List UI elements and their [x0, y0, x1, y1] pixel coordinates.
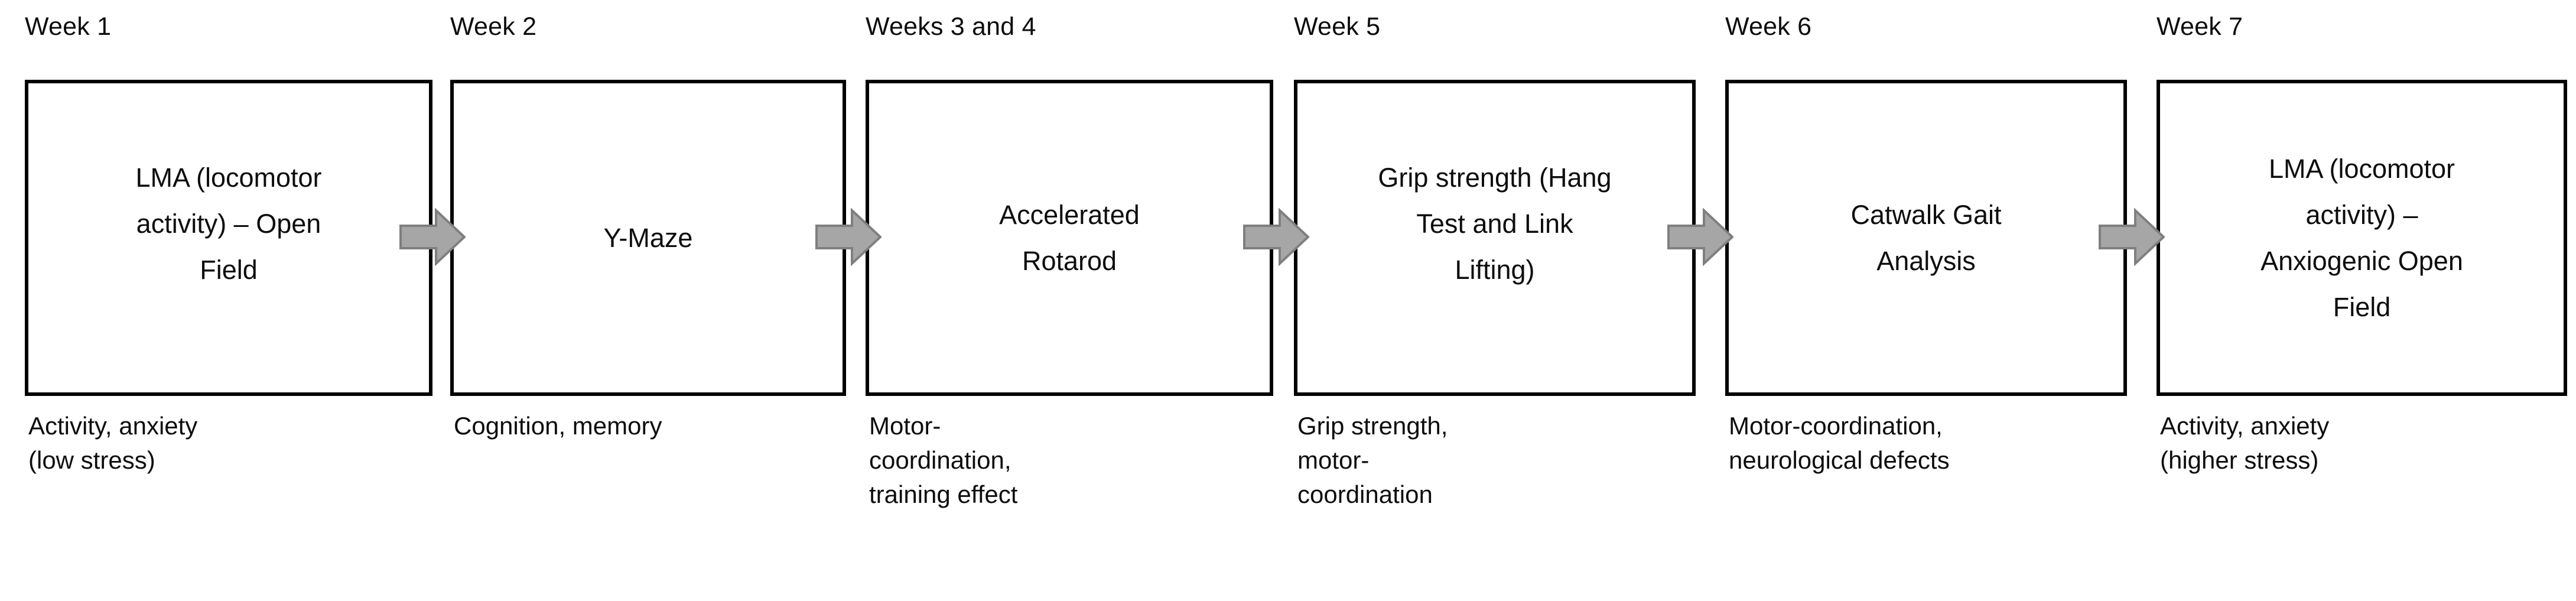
test-box-4-line-3: Lifting)	[1455, 254, 1535, 285]
caption-5: Motor-coordination, neurological defects	[1729, 409, 1950, 477]
test-box-3[interactable]: Accelerated Rotarod	[866, 80, 1273, 396]
right-arrow-icon	[399, 208, 466, 266]
test-box-1-line-3: Field	[200, 254, 258, 285]
test-box-6-text: LMA (locomotor activity) – Anxiogenic Op…	[2160, 146, 2564, 330]
test-box-6-line-4: Field	[2333, 291, 2391, 322]
stage-week-6: Week 6 Catwalk Gait Analysis Motor-coord…	[1725, 0, 2127, 601]
caption-4-line-2: motor-	[1297, 446, 1370, 474]
test-box-4-line-2: Test and Link	[1416, 208, 1573, 239]
test-box-3-text: Accelerated Rotarod	[869, 192, 1270, 284]
week-label-6: Week 7	[2157, 12, 2243, 41]
caption-3: Motor- coordination, training effect	[869, 409, 1017, 512]
test-box-2-line-1: Y-Maze	[603, 222, 693, 253]
week-label-4: Week 5	[1294, 12, 1381, 41]
week-label-2: Week 2	[450, 12, 537, 41]
test-box-6[interactable]: LMA (locomotor activity) – Anxiogenic Op…	[2157, 80, 2567, 396]
test-box-5[interactable]: Catwalk Gait Analysis	[1725, 80, 2127, 396]
caption-4: Grip strength, motor- coordination	[1297, 409, 1448, 512]
caption-1-line-2: (low stress)	[28, 446, 155, 474]
test-box-3-line-1: Accelerated	[999, 199, 1140, 230]
test-box-5-line-1: Catwalk Gait	[1850, 199, 2002, 230]
test-box-1-line-1: LMA (locomotor	[135, 162, 322, 193]
test-box-2[interactable]: Y-Maze	[450, 80, 846, 396]
caption-6-line-1: Activity, anxiety	[2160, 412, 2330, 440]
test-box-6-line-1: LMA (locomotor	[2268, 153, 2455, 184]
caption-2-line-1: Cognition, memory	[454, 412, 662, 440]
caption-4-line-1: Grip strength,	[1297, 412, 1448, 440]
caption-2: Cognition, memory	[454, 409, 662, 443]
test-box-5-text: Catwalk Gait Analysis	[1729, 192, 2123, 284]
right-arrow-icon	[815, 208, 882, 266]
caption-1-line-1: Activity, anxiety	[28, 412, 198, 440]
stage-weeks-3-4: Weeks 3 and 4 Accelerated Rotarod Motor-…	[866, 0, 1273, 601]
test-box-3-line-2: Rotarod	[1022, 245, 1117, 276]
test-box-6-line-3: Anxiogenic Open	[2260, 245, 2463, 276]
week-label-1: Week 1	[25, 12, 112, 41]
test-box-4[interactable]: Grip strength (Hang Test and Link Liftin…	[1294, 80, 1696, 396]
caption-6-line-2: (higher stress)	[2160, 446, 2319, 474]
test-box-1-text: LMA (locomotor activity) – Open Field	[28, 155, 429, 293]
test-box-5-line-2: Analysis	[1876, 245, 1976, 276]
right-arrow-icon	[1243, 208, 1309, 266]
week-label-5: Week 6	[1725, 12, 1812, 41]
right-arrow-icon	[2099, 208, 2165, 266]
stage-week-1: Week 1 LMA (locomotor activity) – Open F…	[25, 0, 432, 601]
caption-1: Activity, anxiety (low stress)	[28, 409, 197, 477]
test-box-1[interactable]: LMA (locomotor activity) – Open Field	[25, 80, 432, 396]
caption-4-line-3: coordination	[1297, 480, 1433, 508]
caption-5-line-2: neurological defects	[1729, 446, 1950, 474]
caption-6: Activity, anxiety (higher stress)	[2160, 409, 2329, 477]
week-label-3: Weeks 3 and 4	[866, 12, 1036, 41]
caption-3-line-1: Motor-	[869, 412, 941, 440]
caption-3-line-3: training effect	[869, 480, 1018, 508]
test-box-4-line-1: Grip strength (Hang	[1378, 162, 1612, 193]
stage-week-2: Week 2 Y-Maze Cognition, memory	[450, 0, 846, 601]
test-box-6-line-2: activity) –	[2305, 199, 2418, 230]
right-arrow-icon	[1667, 208, 1733, 266]
stage-week-7: Week 7 LMA (locomotor activity) – Anxiog…	[2157, 0, 2567, 601]
test-box-2-text: Y-Maze	[454, 215, 843, 261]
test-box-1-line-2: activity) – Open	[136, 208, 321, 239]
test-box-4-text: Grip strength (Hang Test and Link Liftin…	[1297, 155, 1692, 293]
stage-week-5: Week 5 Grip strength (Hang Test and Link…	[1294, 0, 1696, 601]
caption-5-line-1: Motor-coordination,	[1729, 412, 1943, 440]
caption-3-line-2: coordination,	[869, 446, 1011, 474]
